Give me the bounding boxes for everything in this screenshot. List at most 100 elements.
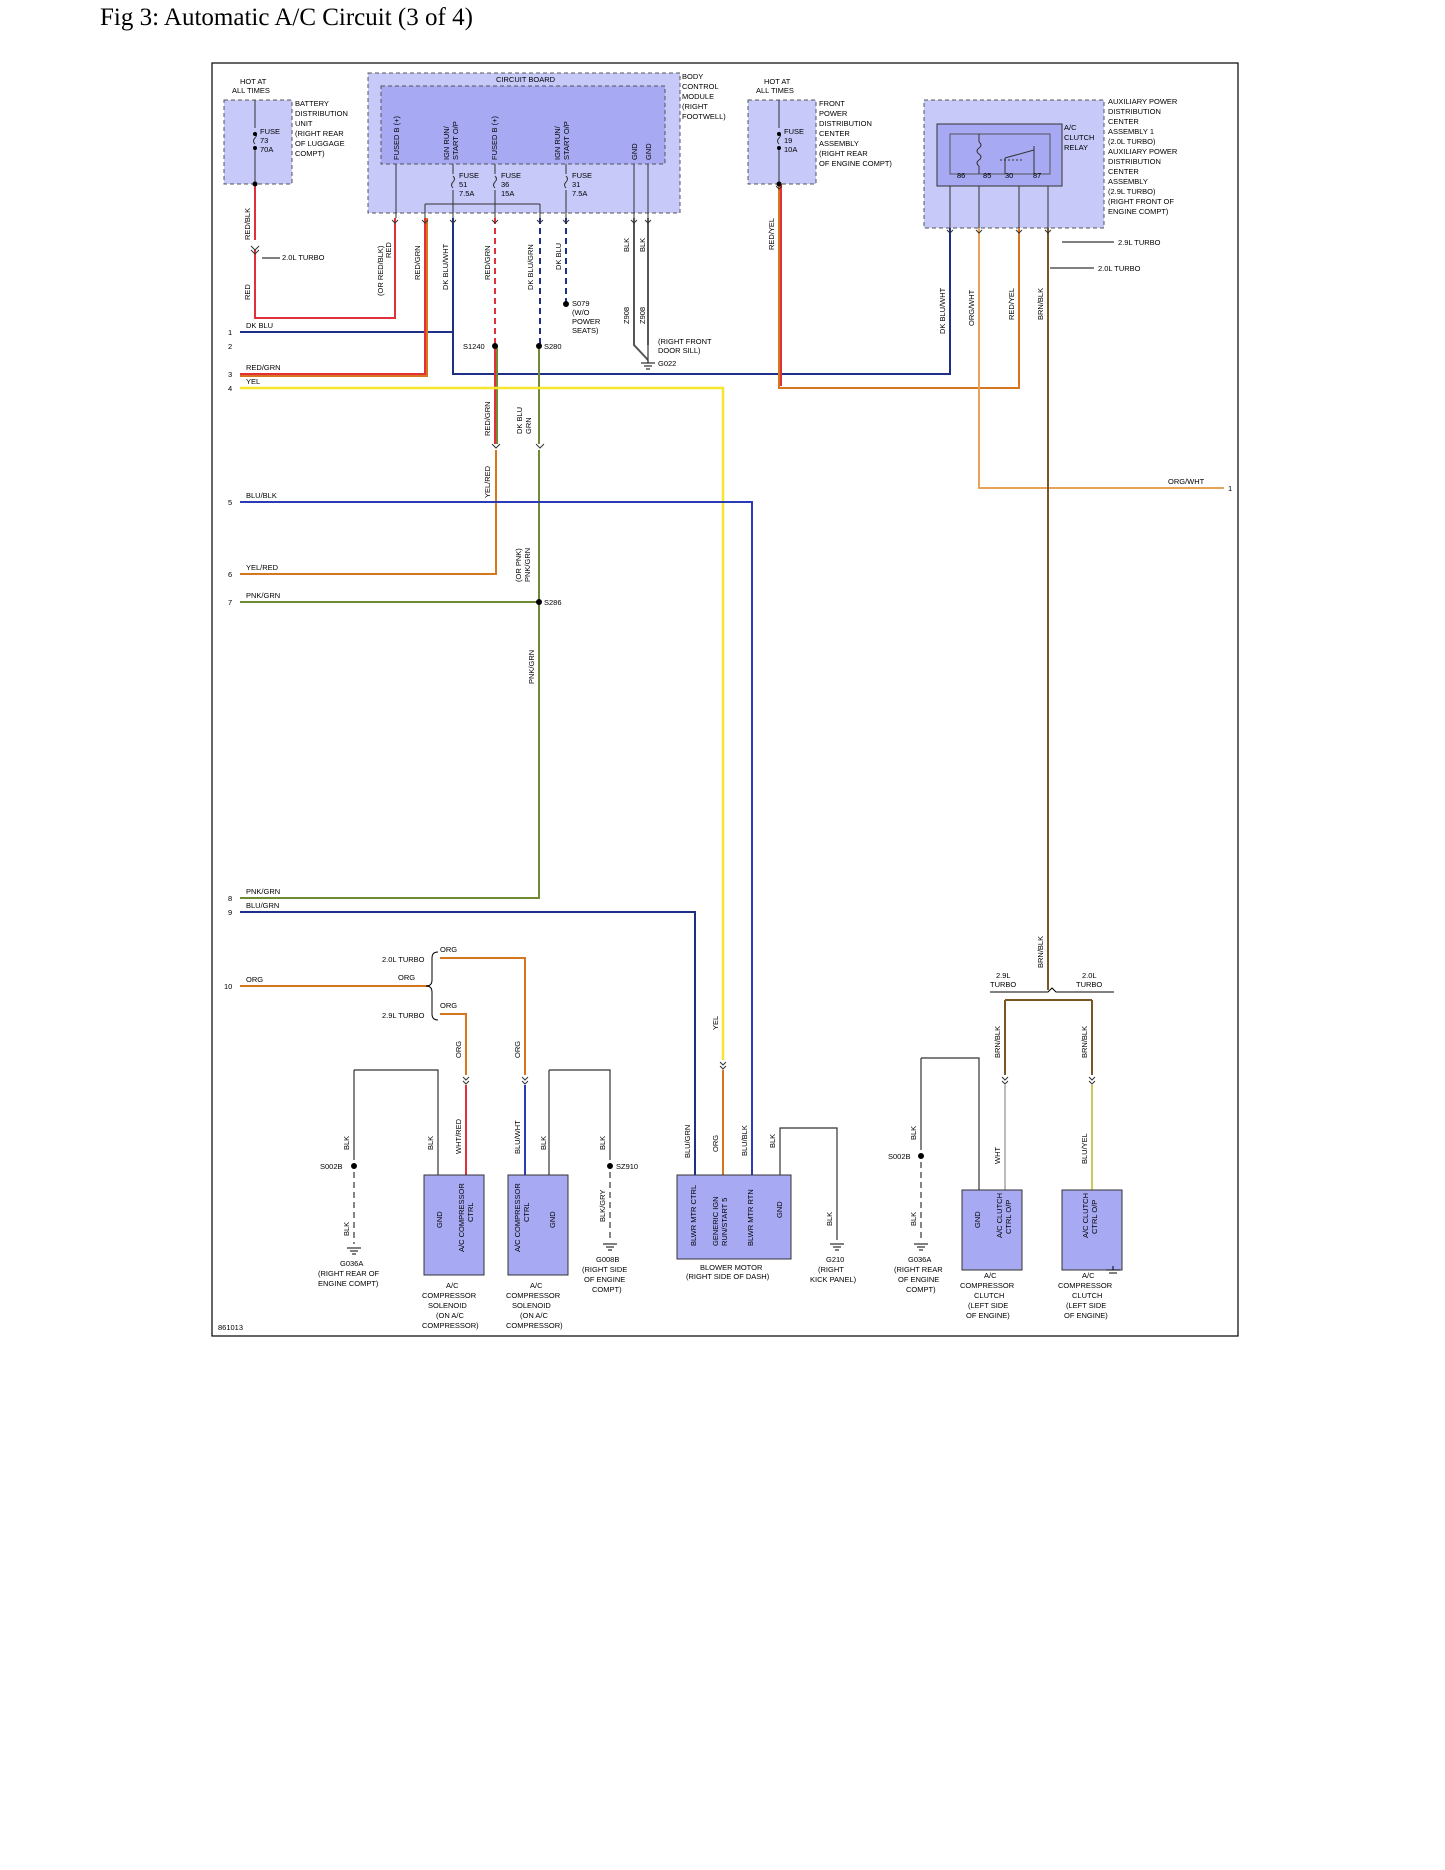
splice-label: S002B xyxy=(888,1152,911,1161)
wire-label-vert: BLK/GRY xyxy=(598,1190,607,1222)
wire-label-vert: BLU/YEL xyxy=(1080,1133,1089,1164)
wire-label-vert: RED/YEL xyxy=(1007,288,1016,320)
wire-label: ORG xyxy=(440,945,457,954)
line-number: 5 xyxy=(228,498,232,507)
bcm-pin-fused-b-2: FUSED B (+) xyxy=(490,116,499,160)
line-number: 3 xyxy=(228,370,232,379)
variant-label: 2.0L TURBO xyxy=(282,253,325,262)
variant-label: 2.0L TURBO xyxy=(1098,264,1141,273)
compressor-solenoid-box-1 xyxy=(423,1174,485,1276)
wire-label: ORG xyxy=(246,975,263,984)
relay-pin-87: 87 xyxy=(1033,171,1041,180)
ground-g210-icon xyxy=(830,1243,844,1251)
splice-label: S002B xyxy=(320,1162,343,1171)
splice-s286 xyxy=(536,599,542,605)
wire-label-vert: DK BLU/WHT xyxy=(938,287,947,334)
wire-label-vert: RED/GRN xyxy=(483,245,492,280)
component-pin: GND xyxy=(548,1211,557,1228)
wire-label-vert: WHT xyxy=(993,1147,1002,1164)
wire-label-vert: BLK xyxy=(825,1212,834,1226)
wire-label-vert: RED/GRN xyxy=(483,401,492,436)
splice-label: S280 xyxy=(544,342,562,351)
bcm-pin-fused-b-1: FUSED B (+) xyxy=(392,116,401,160)
splice-s002b-right xyxy=(918,1153,924,1159)
splice-s1240 xyxy=(492,343,498,349)
component-pin: A/C CLUTCHCTRL O/P xyxy=(1081,1193,1099,1238)
component-pin: GND xyxy=(973,1211,982,1228)
wire-label-vert: ORG xyxy=(513,1041,522,1058)
wire-label-vert: BLK xyxy=(342,1136,351,1150)
wire-label-vert: BRN/BLK xyxy=(1036,288,1045,320)
blower-motor-box xyxy=(676,1174,792,1260)
splice-s002b-left xyxy=(351,1163,357,1169)
component-pin: A/C COMPRESSORCTRL xyxy=(457,1183,475,1252)
relay-pin-30: 30 xyxy=(1005,171,1013,180)
line-number: 10 xyxy=(224,982,232,991)
splice-s280 xyxy=(536,343,542,349)
wire-label: DK BLU xyxy=(246,321,273,330)
splice-s079 xyxy=(563,301,569,307)
wire-label: YEL/RED xyxy=(246,563,279,572)
wire-label-vert: RED xyxy=(384,242,393,258)
ground-g008b-icon xyxy=(603,1243,617,1251)
wire-label-vert: BLU/BLK xyxy=(740,1125,749,1156)
wire-label: BLU/BLK xyxy=(246,491,277,500)
wire-label-vert: DK BLU/GRN xyxy=(526,244,535,290)
ground-label: G210 xyxy=(826,1255,844,1264)
splice-label: S1240 xyxy=(463,342,485,351)
bcm-pin-ign-run-2: IGN RUN/START O/P xyxy=(553,121,571,160)
wire-label-vert: ORG xyxy=(454,1041,463,1058)
wire-label-vert: DK BLU/WHT xyxy=(441,243,450,290)
line-number: 1 xyxy=(1228,484,1232,493)
wire-label-vert: BLK xyxy=(909,1126,918,1140)
wire-label-vert: (OR PNK)PNK/GRN xyxy=(514,548,532,582)
wire-label-vert: PNK/GRN xyxy=(527,650,536,684)
line-number: 4 xyxy=(228,384,232,393)
line-number-column: 1 2 3 4 5 6 7 8 9 10 1 xyxy=(224,328,1232,991)
wire-label: PNK/GRN xyxy=(246,887,280,896)
component-pin: GND xyxy=(775,1201,784,1218)
wire-label-vert: ORG xyxy=(711,1135,720,1152)
ac-clutch-relay-icon xyxy=(949,133,1051,175)
component-name: BLOWER MOTOR(RIGHT SIDE OF DASH) xyxy=(686,1263,770,1281)
wire-label-vert: DK BLUGRN xyxy=(515,407,533,434)
component-pin: GND xyxy=(435,1211,444,1228)
wire-label: ORG xyxy=(440,1001,457,1010)
relay-pin-85: 85 xyxy=(983,171,991,180)
wire-label-vert: YEL xyxy=(711,1016,720,1030)
wire-label: YEL xyxy=(246,377,260,386)
variant-label: 2.9L TURBO xyxy=(382,1011,425,1020)
splice-label: SZ910 xyxy=(616,1162,638,1171)
relay-pin-86: 86 xyxy=(957,171,965,180)
wire-label-vert: RED/BLK xyxy=(243,208,252,240)
variant-label: 2.9L TURBO xyxy=(1118,238,1161,247)
wire-label-vert: BLK xyxy=(426,1136,435,1150)
ground-g036a-right-icon xyxy=(914,1243,928,1251)
figure-title: Fig 3: Automatic A/C Circuit (3 of 4) xyxy=(100,4,473,31)
compressor-clutch-box-left xyxy=(961,1189,1023,1271)
figure-code: 861013 xyxy=(218,1323,243,1332)
